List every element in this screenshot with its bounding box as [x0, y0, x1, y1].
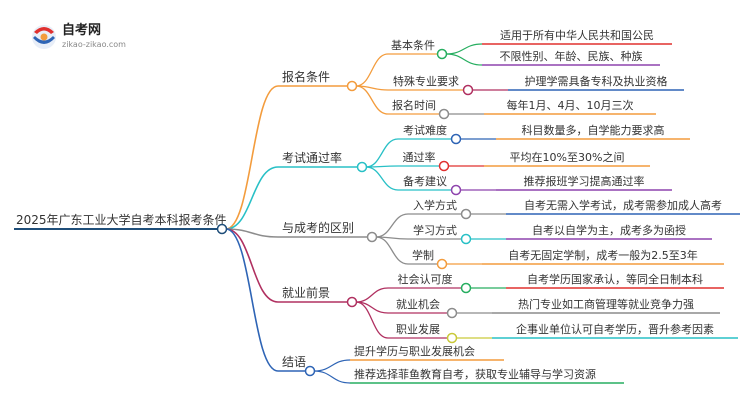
- branch-node-dot[interactable]: [366, 231, 378, 243]
- child-connector: [375, 236, 409, 265]
- root-label: 2025年广东工业大学自考本科报考条件: [16, 212, 227, 227]
- branch-node-dot[interactable]: [304, 365, 316, 377]
- branch-node-dot[interactable]: [356, 161, 368, 173]
- detail-label: 热门专业如工商管理等就业竞争力强: [518, 297, 694, 311]
- child-label: 学制: [412, 248, 434, 262]
- detail-label: 科目数量多，自学能力要求高: [522, 123, 665, 137]
- detail-label: 推荐选择菲鱼教育自考，获取专业辅导与学习资源: [354, 367, 596, 381]
- detail-connector: [313, 359, 351, 372]
- detail-label: 护理学需具备专科及执业资格: [525, 74, 668, 88]
- branch-connector: [225, 85, 279, 230]
- child-node-dot[interactable]: [460, 208, 472, 220]
- child-node-dot[interactable]: [462, 84, 474, 96]
- child-node-dot[interactable]: [450, 133, 462, 145]
- detail-label: 不限性别、年龄、民族、种族: [500, 49, 643, 63]
- branch-connector: [225, 228, 279, 238]
- child-label: 职业发展: [396, 322, 440, 336]
- branch-connector: [225, 166, 279, 230]
- detail-label: 适用于所有中华人民共和国公民: [500, 28, 654, 42]
- child-label: 通过率: [403, 150, 436, 164]
- detail-label: 企事业单位认可自考学历，晋升参考因素: [516, 322, 714, 336]
- logo-url: zikao-zikao.com: [62, 40, 126, 49]
- child-connector: [355, 53, 389, 87]
- child-node-dot[interactable]: [460, 282, 472, 294]
- child-label: 学习方式: [413, 223, 457, 237]
- detail-label: 自考学历国家承认，等同全日制本科: [527, 272, 703, 286]
- branch-node-dot[interactable]: [346, 80, 358, 92]
- logo-icon: [32, 25, 56, 49]
- child-label: 特殊专业要求: [393, 74, 459, 88]
- child-label: 报名时间: [392, 98, 436, 112]
- child-label: 备考建议: [403, 174, 447, 188]
- detail-label: 自考无固定学制，成考一般为2.5至3年: [508, 248, 698, 262]
- child-node-dot[interactable]: [450, 184, 462, 196]
- logo-name: 自考网: [62, 22, 101, 38]
- detail-connector: [445, 43, 483, 55]
- branch-connector: [225, 228, 279, 303]
- detail-connector: [313, 370, 351, 384]
- child-node-dot[interactable]: [460, 233, 472, 245]
- detail-connector: [445, 53, 483, 66]
- child-connector: [355, 287, 389, 303]
- detail-label: 自考无需入学考试，成考需参加成人高考: [524, 198, 722, 212]
- child-node-dot[interactable]: [446, 307, 458, 319]
- branch-label: 就业前景: [282, 285, 330, 300]
- child-node-dot[interactable]: [436, 258, 448, 270]
- child-connector: [365, 138, 399, 168]
- child-connector: [355, 85, 389, 115]
- child-node-dot[interactable]: [436, 48, 448, 60]
- branch-label: 考试通过率: [282, 150, 342, 165]
- branch-label: 报名条件: [282, 69, 330, 84]
- detail-label: 推荐报班学习提高通过率: [524, 174, 645, 188]
- detail-label: 提升学历与职业发展机会: [354, 344, 475, 358]
- child-label: 考试难度: [403, 123, 447, 137]
- child-connector: [375, 213, 409, 238]
- detail-label: 平均在10%至30%之间: [510, 150, 625, 164]
- child-label: 社会认可度: [398, 272, 453, 286]
- detail-label: 每年1月、4月、10月三次: [507, 98, 634, 112]
- child-label: 入学方式: [413, 198, 457, 212]
- child-connector: [355, 301, 389, 339]
- child-label: 基本条件: [391, 38, 435, 52]
- detail-label: 自考以自学为主，成考多为函授: [532, 223, 686, 237]
- child-node-dot[interactable]: [446, 332, 458, 344]
- logo: 自考网 zikao-zikao.com: [32, 22, 126, 49]
- branch-connector: [225, 228, 279, 372]
- branch-label: 与成考的区别: [282, 220, 354, 235]
- branch-label: 结语: [282, 355, 306, 369]
- child-node-dot[interactable]: [438, 108, 450, 120]
- branch-node-dot[interactable]: [346, 296, 358, 308]
- root-node-dot[interactable]: [216, 223, 228, 235]
- child-label: 就业机会: [396, 297, 440, 311]
- child-node-dot[interactable]: [438, 160, 450, 172]
- child-connector: [365, 166, 399, 191]
